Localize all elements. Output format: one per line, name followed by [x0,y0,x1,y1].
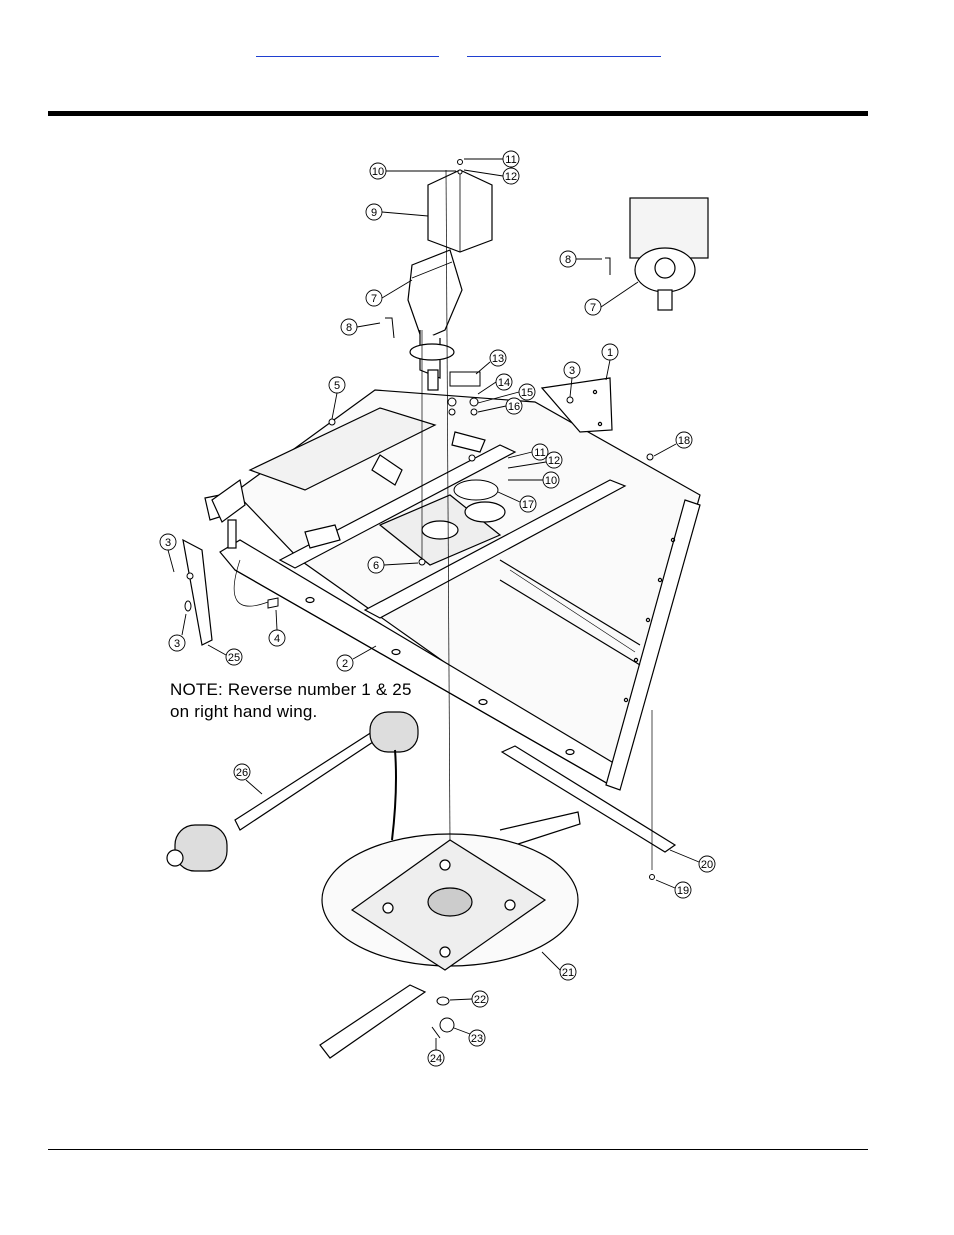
callout-label-c18: 18 [678,435,690,447]
callout-label-c19: 19 [677,885,689,897]
callout-label-c5: 5 [334,380,340,392]
callout-label-c3b: 3 [165,537,171,549]
exploded-parts-diagram: 10 11 12 9 7 8 8 7 13 14 [140,140,740,1080]
header-rule [48,111,868,116]
callout-label-c7a: 7 [371,293,377,305]
callout-label-c15: 15 [521,387,533,399]
callout-label-c23: 23 [471,1033,483,1045]
gearbox-part-7 [408,250,462,390]
callout-label-c7b: 7 [590,302,596,314]
note-text-line-1: NOTE: Reverse number 1 & 25 [170,680,412,699]
header-link-right[interactable] [467,38,661,57]
callout-label-c9: 9 [371,207,377,219]
callout-label-c14: 14 [498,377,510,389]
note-text-line-2: on right hand wing. [170,702,317,721]
callout-label-c17: 17 [522,499,534,511]
callout-label-c2: 2 [342,658,348,670]
callout-label-c26: 26 [236,767,248,779]
callout-label-c3c: 3 [174,638,180,650]
callout-label-c8b: 8 [565,254,571,266]
callout-label-c6: 6 [373,560,379,572]
footer-rule [48,1149,868,1150]
deck-frame [205,390,700,790]
callout-label-c10a: 10 [372,166,384,178]
callout-label-c1: 1 [607,347,613,359]
callout-label-c25: 25 [228,652,240,664]
callout-label-c20: 20 [701,859,713,871]
callout-label-c11b: 11 [534,447,545,459]
side-plate-part-25 [183,540,212,645]
callout-label-c12a: 12 [505,171,517,183]
callout-label-c21: 21 [562,967,574,979]
shield-part-9 [428,170,492,252]
callout-label-c4: 4 [274,633,280,645]
callout-label-c24: 24 [430,1053,442,1065]
callout-label-c16: 16 [508,401,520,413]
callout-label-c3a: 3 [569,365,575,377]
gearbox-detail-inset [630,198,708,310]
callout-label-c13: 13 [492,353,504,365]
callout-label-c8a: 8 [346,322,352,334]
callout-label-c22: 22 [474,994,486,1006]
callout-label-c10b: 10 [545,475,557,487]
header-link-left[interactable] [256,38,439,57]
callout-label-c11a: 11 [505,154,516,166]
callout-label-c12b: 12 [548,455,560,467]
